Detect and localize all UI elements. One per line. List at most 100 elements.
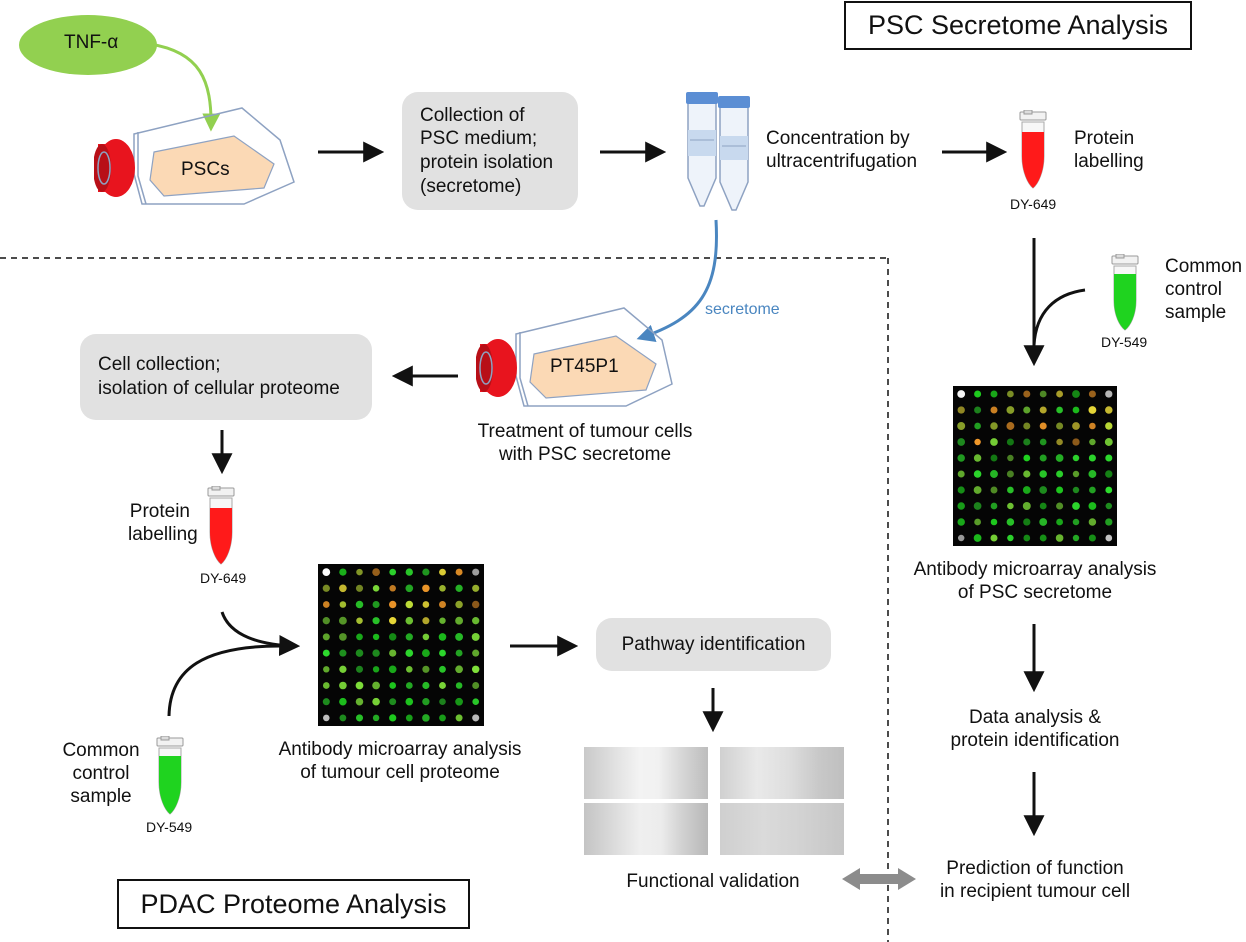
array-spot	[439, 698, 446, 706]
array-spot	[1022, 502, 1031, 510]
array-spot	[1039, 406, 1047, 414]
array-spot	[389, 714, 397, 722]
array-spot	[1023, 438, 1031, 446]
array-spot	[990, 406, 998, 414]
array-spot	[372, 633, 380, 641]
control-bottom-line-2: control	[72, 762, 130, 784]
tnf-oval	[19, 15, 157, 75]
array-spot	[421, 649, 430, 658]
array-spot	[1023, 390, 1031, 398]
array-spot	[1006, 438, 1014, 446]
array-spot	[405, 568, 413, 576]
culture-flask-icon	[94, 107, 295, 205]
array-spot	[1072, 518, 1080, 526]
culture-flask-icon	[476, 307, 673, 407]
array-spot	[355, 697, 364, 706]
array-spot	[322, 649, 330, 657]
concentration-line-2: ultracentrifugation	[766, 150, 918, 172]
array-spot	[439, 568, 446, 576]
array-spot	[471, 632, 480, 641]
array-spot	[990, 534, 998, 542]
array-spot	[356, 617, 363, 624]
assay-image-1	[584, 747, 708, 799]
array-spot	[1056, 518, 1064, 526]
array-spot	[1007, 486, 1014, 494]
arrow-control-merge-top	[1032, 288, 1086, 346]
array-spot	[389, 649, 397, 657]
array-spot	[1039, 390, 1047, 398]
array-spot	[1056, 406, 1063, 414]
array-spot	[1039, 454, 1047, 462]
array-spot	[1006, 470, 1014, 478]
array-spot	[389, 682, 397, 689]
array-spot	[355, 600, 364, 609]
pathway-label: Pathway identification	[621, 633, 806, 655]
array-spot	[1023, 422, 1031, 430]
array-spot	[322, 584, 330, 592]
array-spot	[355, 714, 364, 722]
array-spot	[455, 632, 464, 641]
array-spot	[957, 502, 965, 510]
array-spot	[472, 682, 480, 689]
title-proteome: PDAC Proteome Analysis	[117, 879, 470, 929]
dye-red-bottom: DY-649	[200, 570, 247, 586]
array-spot	[405, 616, 414, 625]
array-spot	[405, 682, 413, 689]
array-spot	[323, 714, 330, 722]
control-bottom-line-3: sample	[70, 785, 132, 807]
array-spot	[472, 698, 480, 706]
array-secretome-caption: Antibody microarray analysis of PSC secr…	[905, 559, 1165, 605]
array-spot	[422, 681, 430, 690]
array-spot	[455, 697, 463, 706]
array-spot	[339, 649, 347, 657]
dye-green-top: DY-549	[1101, 334, 1148, 350]
array-spot	[957, 518, 965, 526]
array-spot	[405, 714, 413, 722]
array-spot	[389, 617, 397, 625]
array-spot	[974, 406, 982, 414]
array-spot	[990, 518, 998, 526]
array-spot	[1105, 406, 1113, 414]
array-spot	[1056, 470, 1064, 478]
array-proteome-line-2: of tumour cell proteome	[300, 761, 500, 783]
title-secretome: PSC Secretome Analysis	[844, 1, 1192, 50]
array-spot	[1072, 406, 1080, 414]
array-spot	[973, 454, 982, 462]
array-spot	[322, 617, 330, 625]
array-spot	[1007, 454, 1014, 462]
array-spot	[1089, 438, 1096, 446]
array-spot	[455, 649, 463, 657]
data-analysis-line-1: Data analysis &	[968, 707, 1101, 728]
array-spot	[372, 666, 380, 673]
array-spot	[1105, 486, 1113, 494]
labelling-bottom: Protein labelling	[128, 501, 198, 547]
control-bottom: Common control sample	[55, 740, 147, 808]
array-spot	[1072, 502, 1080, 510]
array-spot	[1088, 454, 1096, 462]
control-bottom-line-1: Common	[62, 740, 140, 761]
cell-collection-line-1: Cell collection;	[98, 354, 221, 376]
array-spot	[1072, 438, 1080, 446]
array-spot	[355, 649, 364, 657]
array-spot	[338, 616, 347, 625]
data-analysis-line-2: protein identification	[950, 729, 1120, 751]
collection-line-2: PSC medium;	[420, 128, 538, 150]
array-spot	[1023, 534, 1031, 542]
labelling-top-line-1: Protein	[1074, 128, 1135, 149]
array-spot	[355, 665, 364, 673]
labelling-bottom-line-1: Protein	[129, 501, 190, 522]
control-top-line-2: control	[1165, 278, 1223, 300]
dye-red-top: DY-649	[1010, 196, 1057, 212]
pathway-step: Pathway identification	[596, 618, 831, 671]
array-spot	[389, 568, 397, 576]
array-spot	[1039, 438, 1047, 446]
array-spot	[372, 568, 380, 576]
array-spot	[405, 697, 414, 706]
array-spot	[1105, 454, 1113, 462]
microcentrifuge-tube-icon	[156, 736, 184, 815]
array-spot	[1056, 422, 1064, 430]
array-spot	[339, 714, 347, 722]
array-spot	[957, 422, 966, 430]
array-secretome-line-2: of PSC secretome	[957, 581, 1113, 603]
array-spot	[439, 714, 446, 722]
